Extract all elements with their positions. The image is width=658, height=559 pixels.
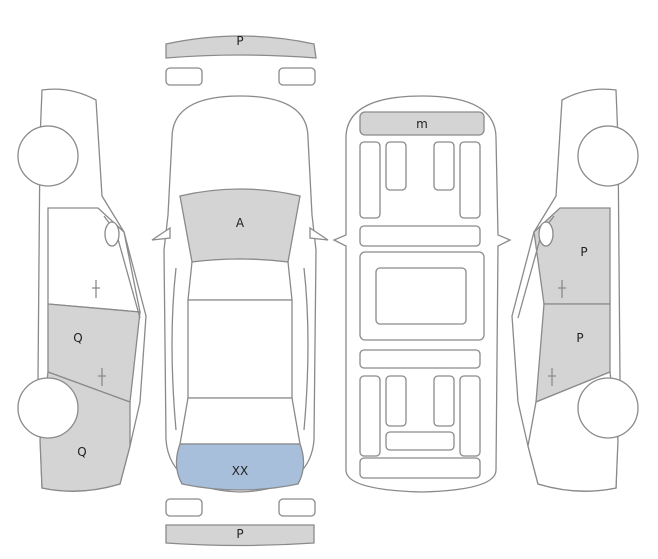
front-right-seat[interactable] [459, 141, 481, 219]
trunk-label: XX [232, 464, 248, 478]
right-mirror[interactable] [309, 226, 329, 241]
windshield[interactable] [187, 258, 293, 301]
hood-label: A [236, 216, 245, 230]
right-front-door-label: P [576, 331, 583, 345]
left-mirror-side[interactable] [104, 221, 120, 247]
trunk-panel[interactable] [175, 443, 305, 491]
right-side-line [303, 267, 309, 431]
rear-bench-bar [359, 349, 481, 369]
front-bumper[interactable] [165, 35, 317, 59]
front-bumper-group: P [165, 34, 317, 86]
roof-top[interactable] [187, 299, 293, 399]
right-side-view: P P [511, 88, 639, 492]
interior-view: m [332, 95, 512, 493]
left-rear-handle[interactable] [98, 368, 106, 386]
trunk-floor[interactable] [359, 457, 481, 479]
rear-right-seat[interactable] [459, 375, 481, 457]
front-right-headlight[interactable] [278, 67, 316, 86]
rear-left-taillight[interactable] [165, 498, 203, 517]
rear-left-seat[interactable] [359, 375, 381, 457]
rear-window[interactable] [179, 397, 301, 445]
right-rear-handle[interactable] [548, 368, 556, 386]
right-front-handle[interactable] [558, 280, 566, 298]
left-side-line [171, 267, 177, 431]
left-front-door[interactable] [47, 207, 141, 313]
left-side-view: Q Q [17, 88, 147, 492]
front-left-seat[interactable] [359, 141, 381, 219]
front-left-seat-back[interactable] [385, 141, 407, 191]
rear-right-taillight[interactable] [278, 498, 316, 517]
roof-panel[interactable] [359, 111, 485, 136]
front-right-seat-back[interactable] [433, 141, 455, 191]
right-rear-wheel[interactable] [577, 377, 639, 439]
roof-label: m [416, 117, 428, 131]
rear-center-seat[interactable] [385, 431, 455, 451]
dashboard-bar [359, 225, 481, 247]
left-front-wheel[interactable] [17, 125, 79, 187]
right-front-fender-label: P [580, 245, 587, 259]
right-front-wheel[interactable] [577, 125, 639, 187]
right-mirror-side[interactable] [538, 221, 554, 247]
left-rear-door-label: Q [73, 331, 82, 345]
front-bumper-label: P [236, 34, 243, 48]
center-console[interactable] [375, 267, 467, 325]
left-mirror[interactable] [151, 226, 171, 241]
rear-bumper[interactable] [165, 524, 315, 547]
top-view-car: A XX [151, 95, 329, 493]
rear-left-seat-back[interactable] [385, 375, 407, 427]
rear-right-seat-back[interactable] [433, 375, 455, 427]
front-left-headlight[interactable] [165, 67, 203, 86]
left-rear-quarter-label: Q [77, 445, 86, 459]
left-front-handle[interactable] [92, 280, 100, 298]
rear-bumper-label: P [236, 527, 243, 541]
rear-bumper-group: P [165, 498, 316, 547]
left-rear-wheel[interactable] [17, 377, 79, 439]
